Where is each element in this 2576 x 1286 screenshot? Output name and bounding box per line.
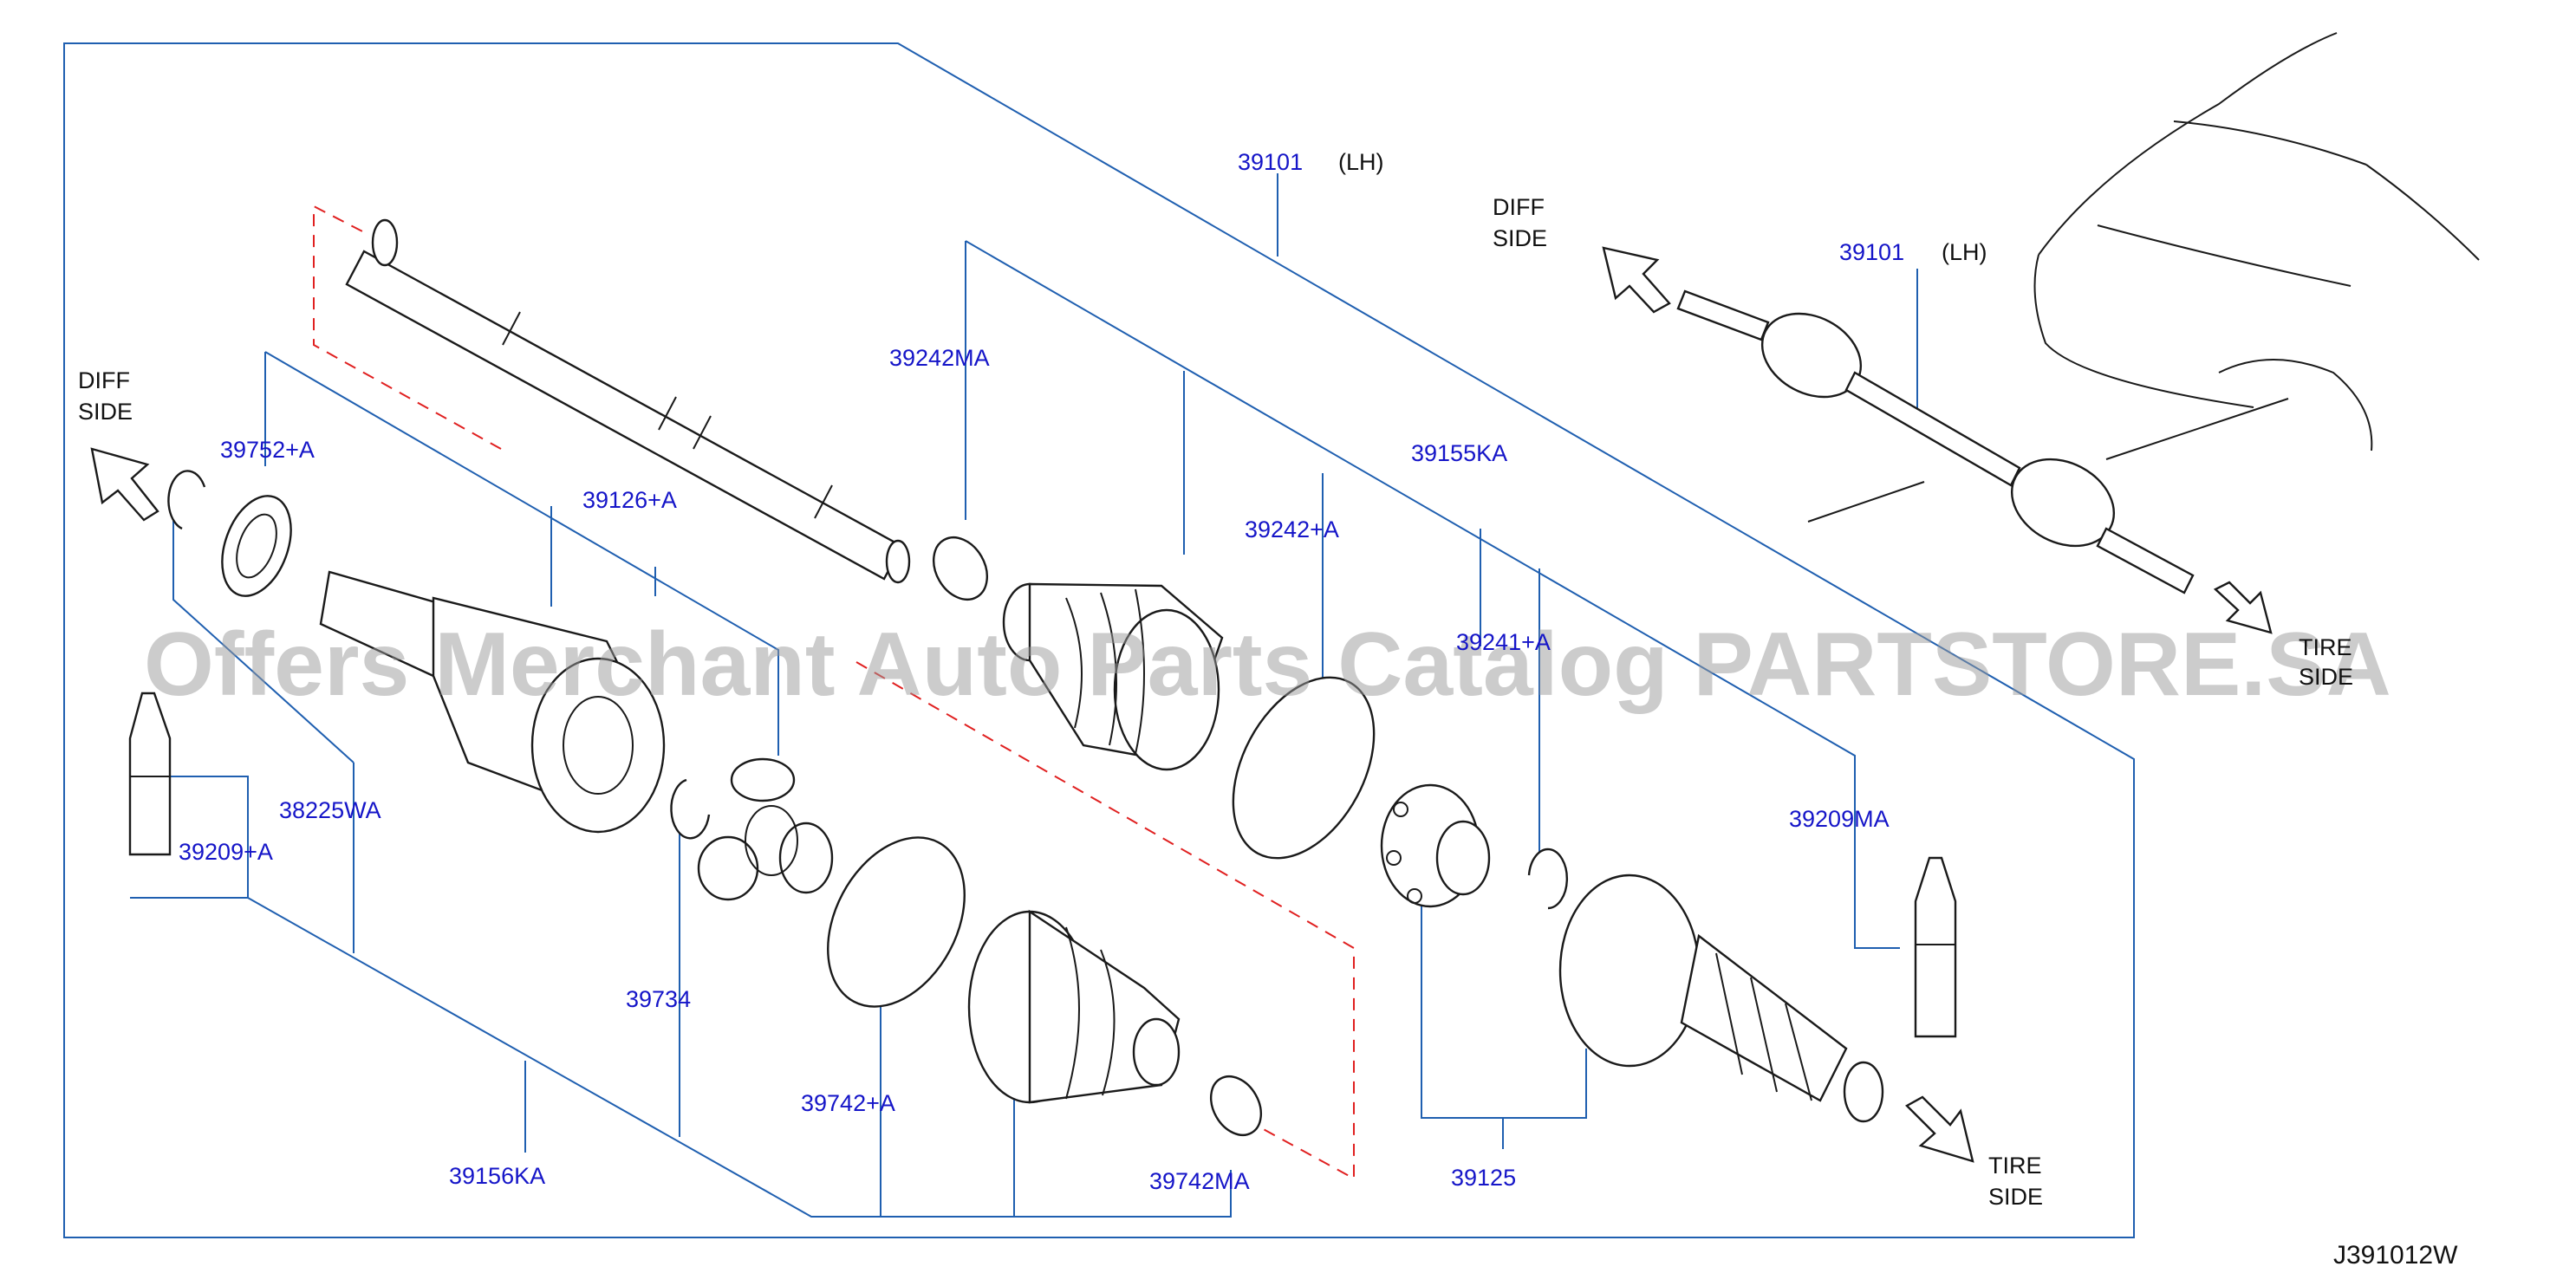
oil-seal: [221, 495, 292, 597]
arrow-tire-right-icon: [2213, 581, 2273, 634]
callout-39734[interactable]: 39734: [626, 986, 691, 1012]
grease-tube-left: [128, 692, 172, 856]
tire-side-bottom-line1: TIRE: [1988, 1153, 2042, 1179]
arrow-diff-right-icon: [1602, 246, 1671, 314]
callout-39742A[interactable]: 39742+A: [801, 1090, 895, 1116]
boot-band-large: [1232, 676, 1376, 860]
callout-39242MA[interactable]: 39242MA: [889, 345, 990, 371]
inner-boot: [967, 909, 1181, 1104]
tire-side-right-line2: SIDE: [2299, 664, 2353, 690]
snap-ring-outer: [1527, 848, 1569, 910]
drive-shaft: [345, 218, 911, 584]
arrow-overview-icon: [1807, 481, 1925, 523]
snap-ring-tripod: [670, 778, 711, 840]
inner-joint-housing: [319, 570, 666, 834]
arrow-diff-left-icon: [90, 447, 159, 522]
callout-39125[interactable]: 39125: [1451, 1165, 1516, 1191]
diff-side-left-line2: SIDE: [78, 399, 133, 425]
boot-band-lower: [827, 836, 966, 1008]
outer-boot: [1002, 582, 1224, 771]
ball-cage: [1380, 783, 1491, 908]
leader-lines: [130, 173, 1953, 1218]
callout-39101-main-side: (LH): [1338, 149, 1384, 175]
tire-side-right-line1: TIRE: [2299, 634, 2352, 660]
callout-39101-overview-side: (LH): [1942, 239, 1987, 265]
arrow-tire-bottom-icon: [1905, 1095, 1974, 1163]
snap-ring-diff: [167, 470, 206, 530]
callout-38225WA[interactable]: 38225WA: [279, 797, 381, 823]
diff-side-right-line1: DIFF: [1493, 194, 1545, 220]
callout-39242A[interactable]: 39242+A: [1245, 516, 1339, 542]
assembly-frame: [63, 42, 2135, 1238]
outer-joint-housing: [1558, 874, 1884, 1123]
callout-39209A[interactable]: 39209+A: [179, 839, 273, 865]
callout-39126A[interactable]: 39126+A: [582, 487, 677, 513]
callout-39155KA[interactable]: 39155KA: [1411, 440, 1507, 466]
kit-outline-lower: [855, 661, 1355, 1180]
kit-outline-upper: [313, 205, 502, 450]
grease-tube-right: [1914, 856, 1957, 1038]
boot-band-clamp-small: [932, 536, 989, 601]
callout-39101-main[interactable]: 39101: [1238, 149, 1303, 175]
callout-39156KA[interactable]: 39156KA: [449, 1163, 545, 1189]
arrow-vehicle-icon: [2105, 398, 2289, 460]
overview-shaft: [1676, 289, 2195, 594]
watermark: Offers Merchant Auto Parts Catalog PARTS…: [144, 614, 2391, 715]
diff-side-right-line2: SIDE: [1493, 225, 1547, 251]
callout-39752A[interactable]: 39752+A: [220, 437, 315, 463]
tire-side-bottom-line2: SIDE: [1988, 1184, 2043, 1210]
tripod-joint: [697, 757, 834, 901]
callout-39101-overview[interactable]: 39101: [1839, 239, 1904, 265]
diff-side-left-line1: DIFF: [78, 367, 130, 393]
callout-39742MA[interactable]: 39742MA: [1149, 1168, 1250, 1194]
vehicle-outline: [2033, 32, 2480, 451]
callout-39241A[interactable]: 39241+A: [1456, 629, 1551, 655]
callout-39209MA[interactable]: 39209MA: [1789, 806, 1890, 832]
diagram-code: J391012W: [2333, 1241, 2458, 1270]
boot-band-small-lower: [1209, 1075, 1263, 1136]
